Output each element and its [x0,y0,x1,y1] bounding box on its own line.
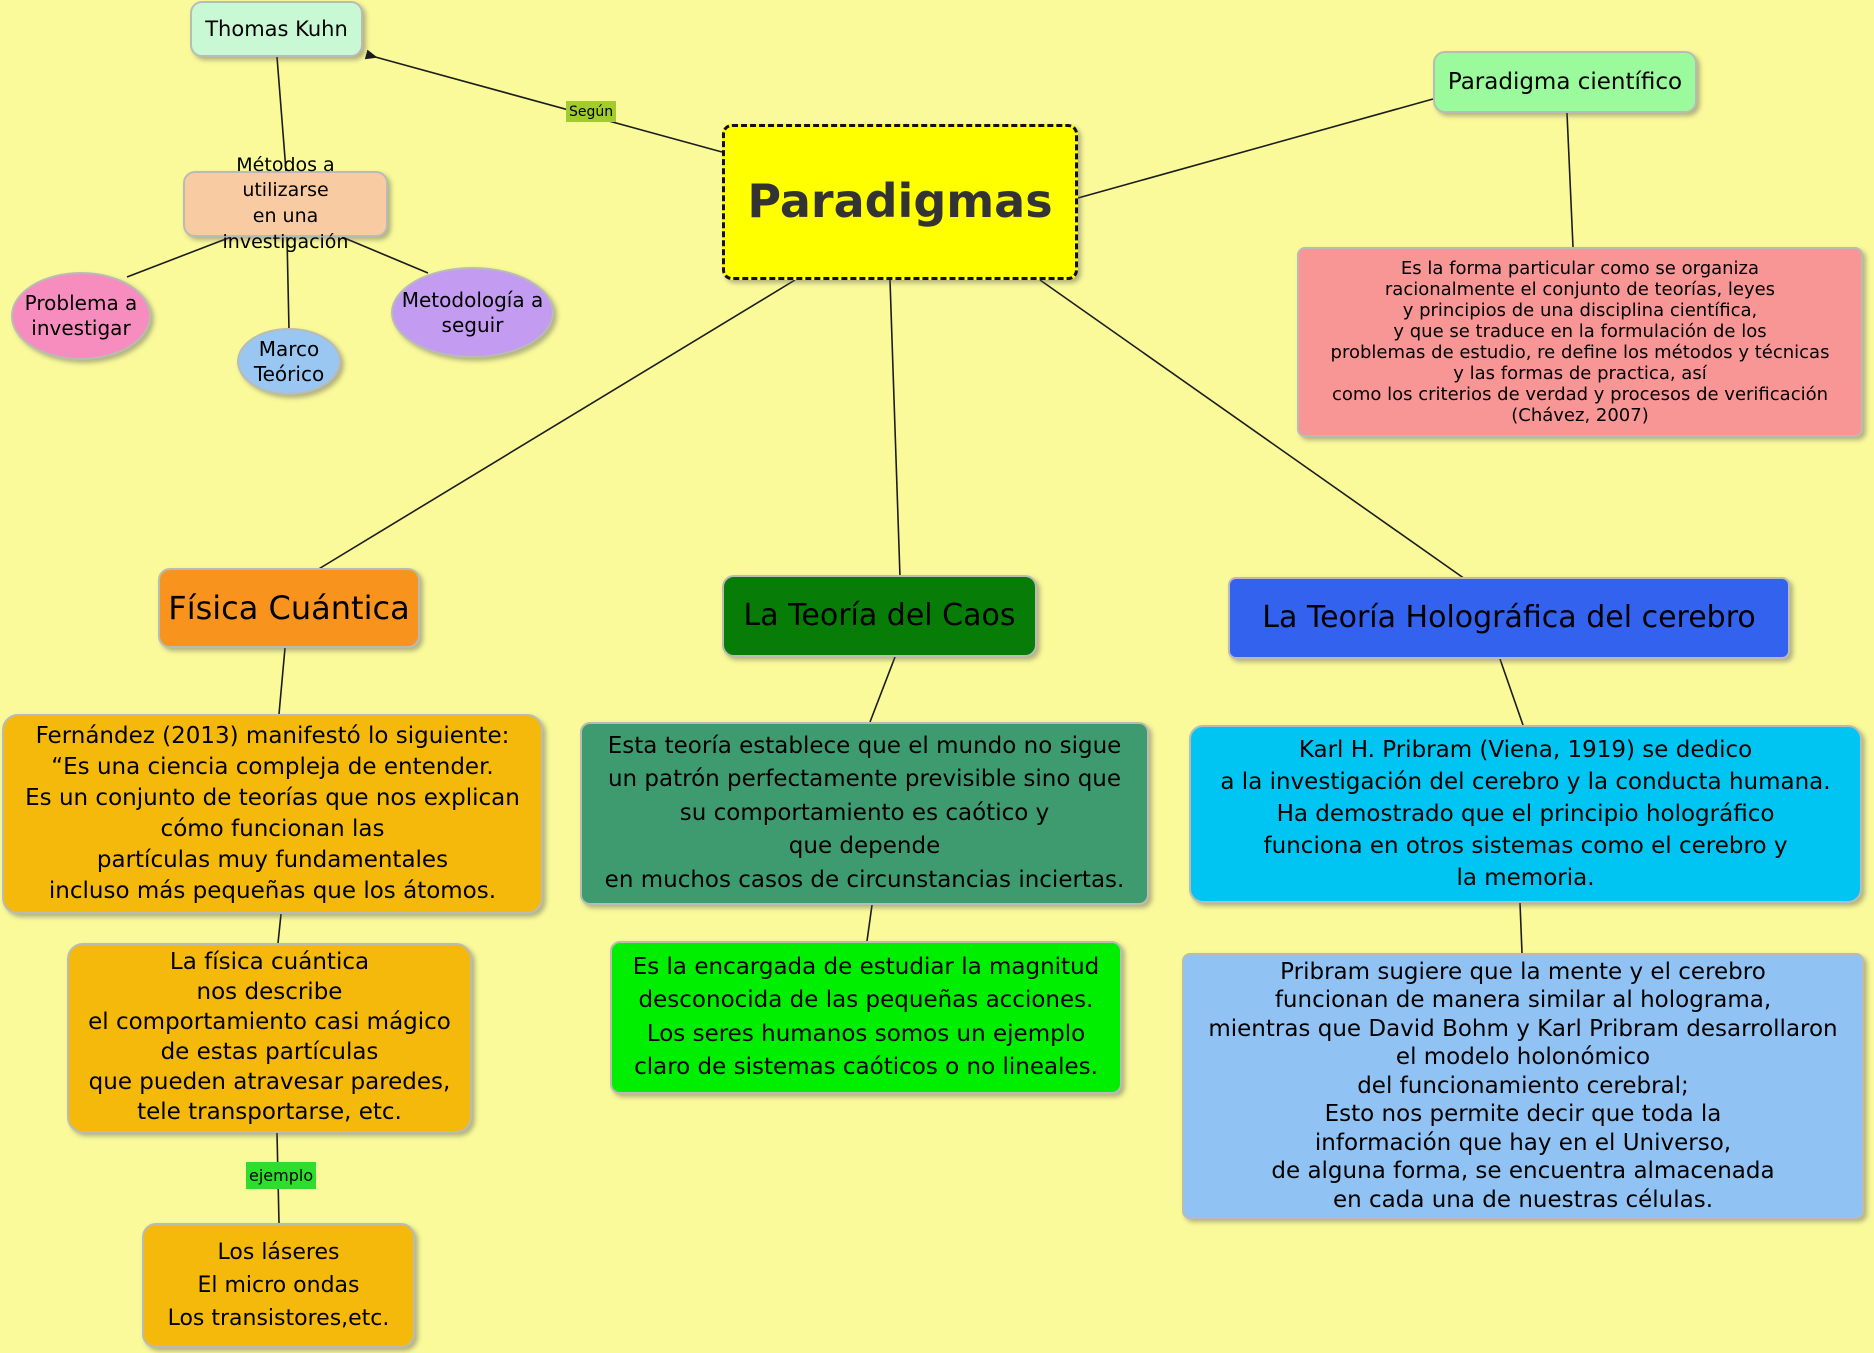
edge-paradigmas-kuhn-arrow [364,49,723,153]
node-fisica-descripcion[interactable]: La física cuántica nos describe el compo… [67,943,472,1133]
edge-paradigmas-holografica [1039,279,1466,580]
node-ejemplos-laseres[interactable]: Los láseres El micro ondas Los transisto… [142,1223,415,1348]
node-thomas-kuhn[interactable]: Thomas Kuhn [190,1,363,57]
edge-caos-estateoria [869,656,896,723]
edge-cientifico-chavez [1566,112,1574,248]
node-metodologia-seguir[interactable]: Metodología a seguir [391,267,554,358]
node-teoria-holografica[interactable]: La Teoría Holográfica del cerebro [1228,577,1790,659]
edge-metodos-metodologia [341,236,429,274]
node-pribram-modelo[interactable]: Pribram sugiere que la mente y el cerebr… [1182,953,1864,1219]
node-definicion-chavez[interactable]: Es la forma particular como se organiza … [1297,247,1863,437]
node-caos-encargada[interactable]: Es la encargada de estudiar la magnitud … [610,941,1122,1094]
edge-metodos-marco [286,236,290,331]
node-caos-descripcion[interactable]: Esta teoría establece que el mundo no si… [580,722,1149,905]
edge-fisica-fernandez [278,647,286,715]
edge-paradigmas-cientifico [1077,98,1434,199]
node-fisica-cuantica[interactable]: Física Cuántica [158,568,420,648]
edge-estateoria-encargada [866,904,873,942]
node-metodos-investigacion[interactable]: Métodos a utilizarse en una investigació… [183,154,388,253]
link-label-segun[interactable]: Según [566,101,617,122]
link-label-ejemplo[interactable]: ejemplo [246,1162,317,1189]
node-teoria-caos[interactable]: La Teoría del Caos [722,575,1037,657]
edge-paradigmas-fisica [316,279,796,571]
node-cita-fernandez[interactable]: Fernández (2013) manifestó lo siguiente:… [2,714,543,914]
node-pribram-biografia[interactable]: Karl H. Pribram (Viena, 1919) se dedico … [1189,725,1862,903]
edge-holografica-pribram1 [1499,658,1524,726]
node-problema-investigar[interactable]: Problema a investigar [11,272,151,360]
node-marco-teorico[interactable]: Marco Teórico [237,328,341,395]
edge-fernandez-fisicadesc [277,913,282,944]
edge-pribram1-pribram2 [1519,902,1523,954]
edge-paradigmas-caos [889,279,901,578]
edge-kuhn-metodos [276,56,287,172]
edge-metodos-problema [126,236,232,278]
node-paradigmas-root[interactable]: Paradigmas [722,124,1078,280]
node-paradigma-cientifico[interactable]: Paradigma científico [1433,51,1697,113]
